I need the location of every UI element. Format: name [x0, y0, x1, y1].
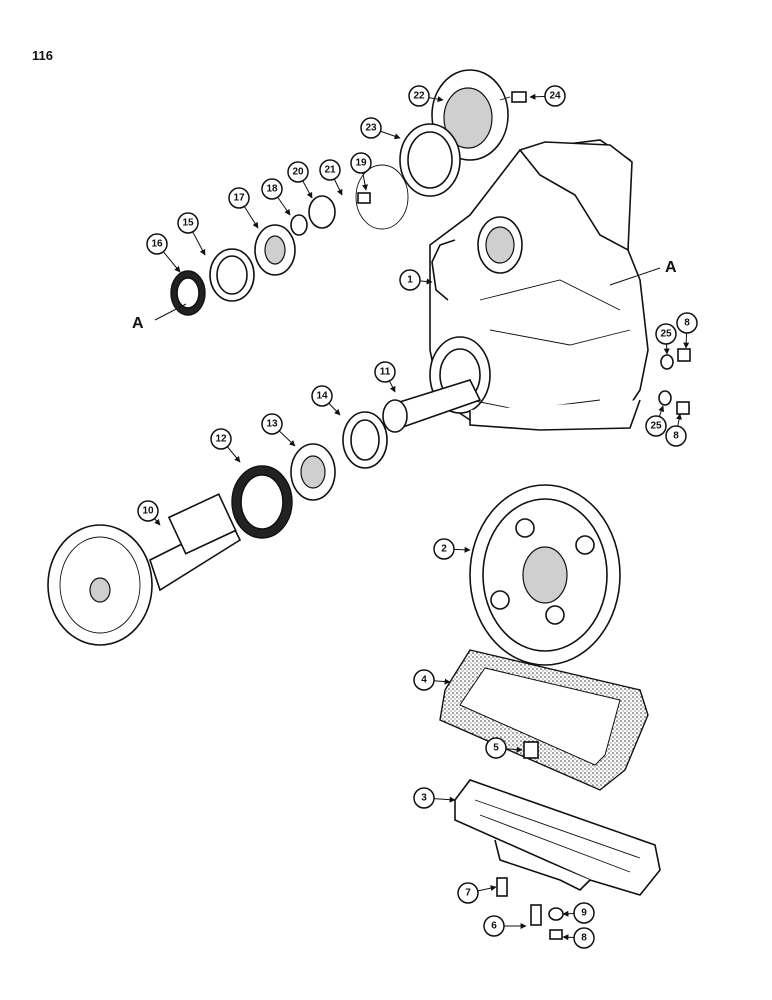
callout-label: 6 — [491, 921, 497, 932]
callout-23: 23 — [360, 117, 401, 140]
callout-circle — [287, 161, 309, 183]
page-number: 116 — [32, 48, 53, 63]
callout-label: 23 — [365, 123, 377, 134]
callout-1: 1 — [399, 269, 433, 291]
axis-marker-a-right: A — [665, 259, 677, 276]
callout-label: 3 — [421, 793, 427, 804]
callout-3: 3 — [413, 787, 456, 809]
callout-label: 12 — [215, 434, 227, 445]
callout-circle — [228, 187, 250, 209]
callout-11: 11 — [374, 361, 396, 393]
dowel-part — [523, 741, 539, 759]
callout-19: 19 — [350, 152, 372, 191]
callout-label: 22 — [413, 91, 425, 102]
callout-21: 21 — [319, 159, 343, 196]
callout-9: 9 — [562, 902, 595, 924]
callout-label: 8 — [684, 318, 690, 329]
callout-14: 14 — [311, 385, 341, 416]
callout-label: 8 — [673, 431, 679, 442]
callout-12: 12 — [210, 428, 241, 463]
callout-circle — [665, 425, 687, 447]
callout-18: 18 — [261, 178, 291, 216]
callout-label: 10 — [142, 506, 154, 517]
callout-circle — [485, 737, 507, 759]
callout-circle — [350, 152, 372, 174]
callout-label: 18 — [266, 184, 278, 195]
callout-circle — [311, 385, 333, 407]
callout-7: 7 — [457, 882, 497, 904]
callout-label: 1 — [407, 275, 413, 286]
callout-25: 25 — [655, 323, 677, 355]
callout-label: 2 — [441, 544, 447, 555]
callout-label: 19 — [355, 158, 367, 169]
callout-circle — [483, 915, 505, 937]
gasket-part — [439, 649, 649, 791]
callout-label: 9 — [581, 908, 587, 919]
callout-label: 11 — [380, 367, 391, 378]
gear-part — [469, 484, 621, 666]
callout-label: 14 — [316, 391, 328, 402]
oil-pan-part — [454, 779, 661, 896]
callout-22: 22 — [408, 85, 444, 107]
callout-label: 4 — [421, 675, 427, 686]
callout-label: 17 — [233, 193, 245, 204]
callout-circle — [676, 312, 698, 334]
callout-24: 24 — [529, 85, 566, 107]
callout-6: 6 — [483, 915, 527, 937]
callout-circle — [433, 538, 455, 560]
bearing-set-upper — [170, 164, 409, 316]
callout-label: 7 — [465, 888, 471, 899]
bearing-set-lower — [231, 379, 482, 539]
callout-8: 8 — [665, 413, 687, 447]
callout-2: 2 — [433, 538, 471, 560]
callout-circle — [146, 233, 168, 255]
callout-circle — [413, 669, 435, 691]
callout-label: 8 — [581, 933, 587, 944]
callout-circle — [261, 413, 283, 435]
callout-circle — [399, 269, 421, 291]
callout-circle — [360, 117, 382, 139]
callout-circle — [261, 178, 283, 200]
callout-circle — [137, 500, 159, 522]
callout-label: 13 — [266, 419, 278, 430]
callout-17: 17 — [228, 187, 259, 229]
callout-circle — [413, 787, 435, 809]
callout-16: 16 — [146, 233, 181, 273]
callout-20: 20 — [287, 161, 313, 199]
callout-circle — [374, 361, 396, 383]
axis-marker-a-left: A — [132, 315, 144, 332]
callout-5: 5 — [485, 737, 523, 759]
callout-25: 25 — [645, 405, 667, 437]
callout-8: 8 — [676, 312, 698, 349]
callout-circle — [457, 882, 479, 904]
callout-13: 13 — [261, 413, 296, 447]
callout-label: 5 — [493, 743, 499, 754]
callout-4: 4 — [413, 669, 451, 691]
flange-shaft-part — [47, 493, 242, 646]
cover-plate-part — [399, 69, 509, 197]
callout-label: 21 — [324, 165, 336, 176]
callout-label: 24 — [549, 91, 561, 102]
alignment-axis: A A — [132, 259, 677, 332]
callout-label: 15 — [182, 218, 194, 229]
callout-circle — [573, 927, 595, 949]
callout-15: 15 — [177, 212, 206, 256]
callout-8: 8 — [562, 927, 595, 949]
callout-label: 25 — [660, 329, 672, 340]
callout-circle — [210, 428, 232, 450]
callout-circle — [408, 85, 430, 107]
callout-label: 16 — [151, 239, 163, 250]
callout-circle — [319, 159, 341, 181]
bolt-24-part — [499, 91, 527, 103]
callout-10: 10 — [137, 500, 161, 526]
callout-circle — [544, 85, 566, 107]
callout-circle — [645, 415, 667, 437]
callout-circle — [177, 212, 199, 234]
callout-circle — [573, 902, 595, 924]
callout-label: 20 — [292, 167, 304, 178]
callout-circle — [655, 323, 677, 345]
callout-label: 25 — [650, 421, 662, 432]
